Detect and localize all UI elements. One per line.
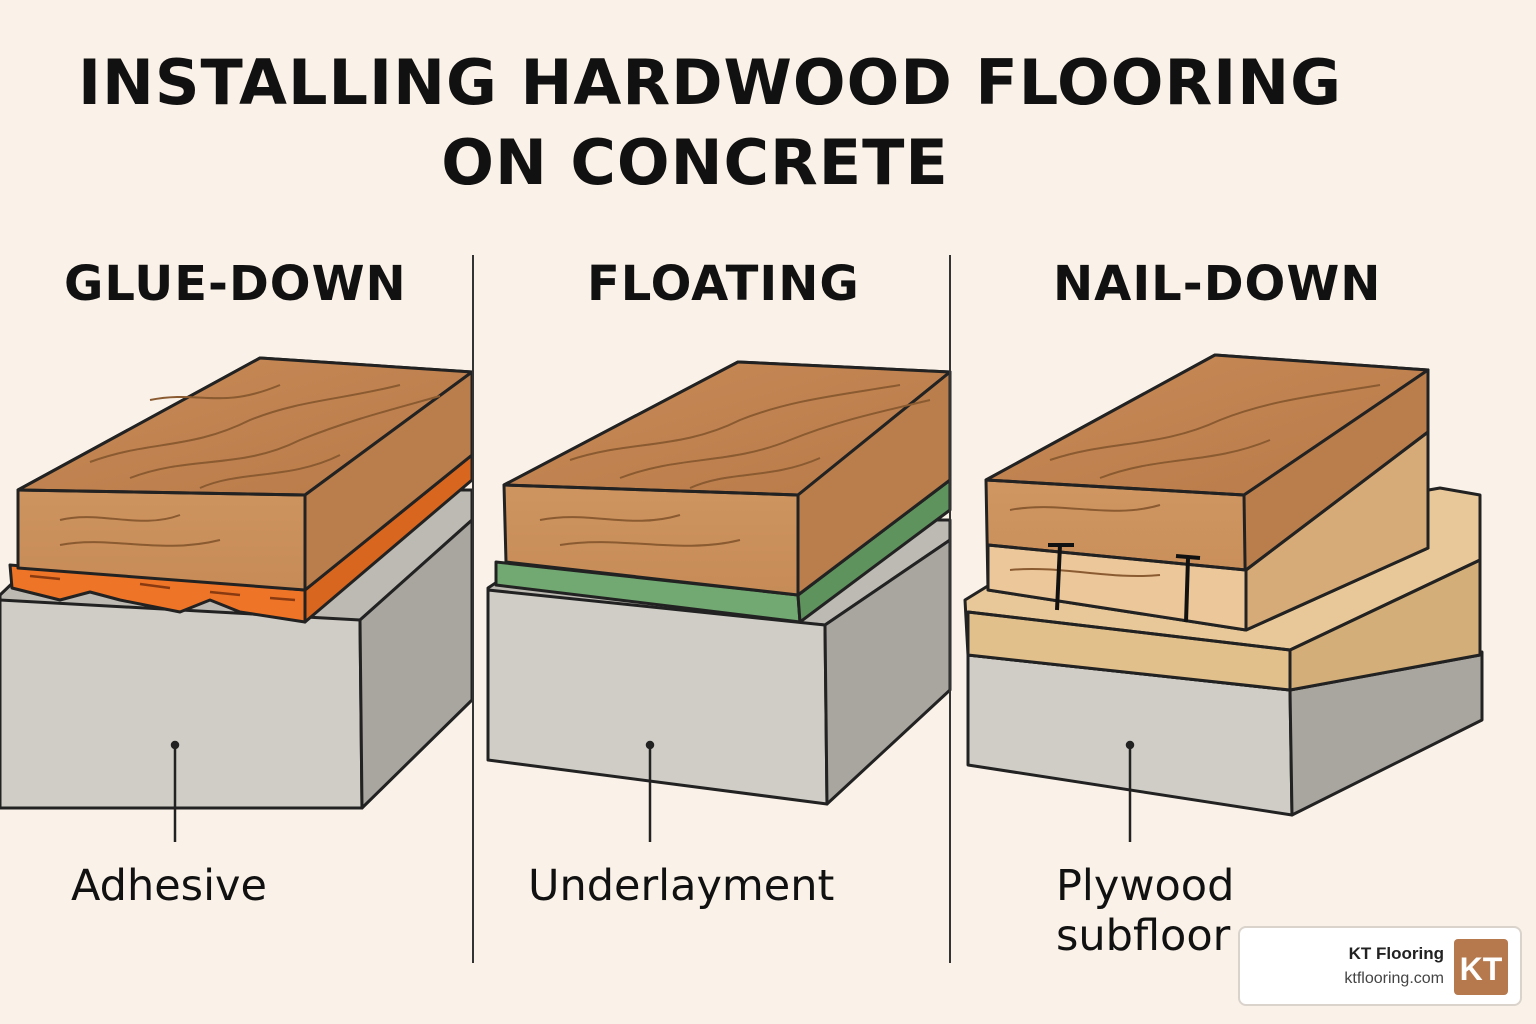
concrete-slab: [966, 650, 1484, 817]
label-underlayment: Underlayment: [528, 861, 835, 912]
brand-name: KT Flooring: [1348, 944, 1444, 963]
brand-logo: KT: [1454, 939, 1508, 995]
column-divider: [472, 255, 474, 963]
title-line-2: ON CONCRETE: [441, 126, 949, 199]
nail-down-diagram: [963, 353, 1484, 817]
label-line: subfloor: [1056, 910, 1231, 961]
wood-plank: [984, 353, 1430, 632]
leader-lines: [170, 740, 1135, 842]
label-line: Plywood: [1056, 861, 1235, 911]
adhesive-layer: [8, 453, 474, 624]
title-line-1: INSTALLING HARDWOOD FLOORING: [77, 46, 1343, 119]
logo-text: KT: [1460, 951, 1503, 987]
label-line: Adhesive: [71, 861, 267, 911]
label-line: Underlayment: [528, 861, 835, 911]
label-plywood-subfloor: Plywood subfloor: [1056, 861, 1235, 962]
brand-badge: KT Flooring ktflooring.com KT: [1238, 926, 1522, 1006]
kt-logo-icon: KT: [1460, 951, 1503, 987]
glue-down-diagram: [0, 356, 474, 810]
nails: [1048, 543, 1201, 623]
heading-floating: FLOATING: [587, 256, 860, 312]
heading-nail-down: NAIL-DOWN: [1053, 256, 1382, 312]
label-adhesive: Adhesive: [71, 861, 267, 912]
brand-url: ktflooring.com: [1344, 970, 1444, 987]
heading-glue-down: GLUE-DOWN: [64, 256, 407, 312]
floating-diagram: [486, 360, 952, 806]
column-divider: [949, 255, 951, 963]
